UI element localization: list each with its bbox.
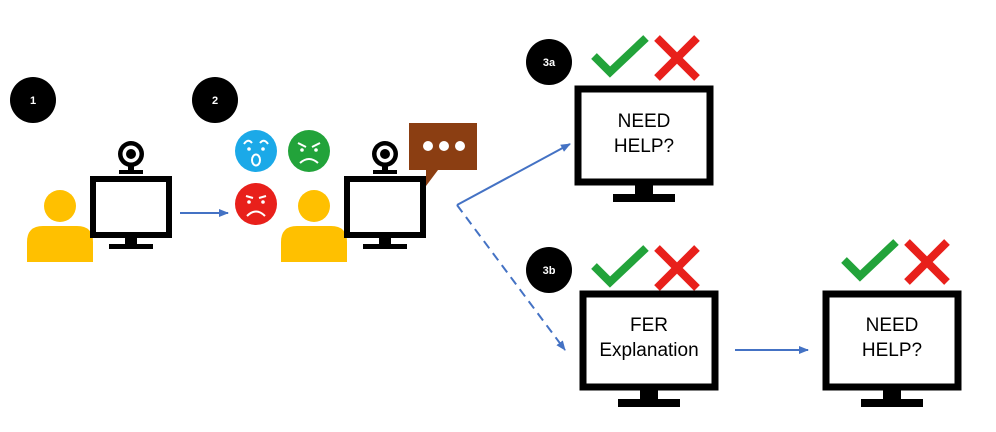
dashed-arrow-to-step-3b [456, 204, 566, 351]
screen-text-line1: FER [630, 315, 668, 336]
screen-text-line1: NEED [618, 111, 671, 132]
step-2-label: 2 [212, 95, 218, 107]
monitor-need-help-3a: NEED HELP? [574, 85, 714, 202]
screen-text-line2: Explanation [599, 340, 698, 361]
monitor-icon [93, 179, 169, 249]
checkmark-icon [844, 242, 896, 276]
monitor-icon [347, 179, 423, 249]
person-icon [27, 190, 93, 262]
cross-icon [907, 242, 947, 282]
surprised-face-icon [235, 130, 277, 172]
step-1-badge: 1 [10, 77, 56, 123]
step-3b-label: 3b [543, 265, 556, 277]
checkmark-icon [594, 38, 646, 72]
cross-icon [657, 248, 697, 288]
screen-text-line2: HELP? [614, 136, 674, 157]
screen-text-line2: HELP? [862, 340, 922, 361]
angry-face-icon [288, 130, 330, 172]
webcam-icon [118, 141, 144, 174]
screen-text-line1: NEED [866, 315, 919, 336]
monitor-fer-explanation: FER Explanation [579, 290, 719, 407]
sad-face-icon [235, 183, 277, 225]
step-3a-badge: 3a [526, 39, 572, 85]
monitor-need-help-3b: NEED HELP? [822, 290, 962, 407]
webcam-icon [372, 141, 398, 174]
step-3a-label: 3a [543, 57, 556, 69]
checkmark-icon [594, 248, 646, 282]
cross-icon [657, 38, 697, 78]
step-1-label: 1 [30, 95, 36, 107]
step-3b-badge: 3b [526, 247, 572, 293]
speech-bubble-icon [409, 123, 477, 186]
arrow-to-step-3a [456, 143, 571, 206]
step-2-badge: 2 [192, 77, 238, 123]
person-icon [281, 190, 347, 262]
